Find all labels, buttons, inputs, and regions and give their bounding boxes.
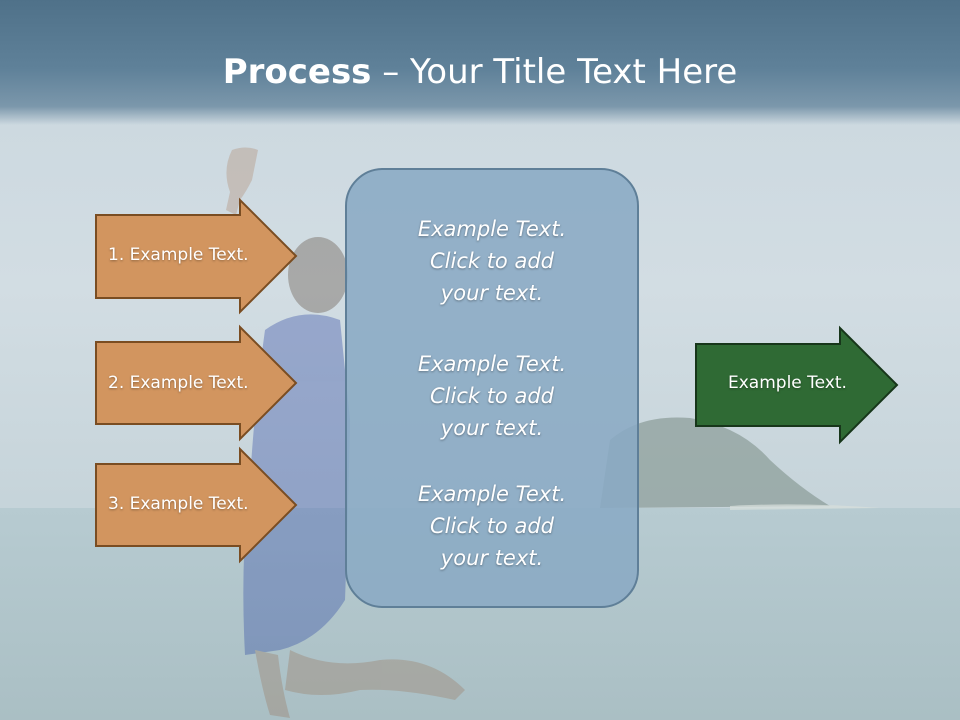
title-rest: – Your Title Text Here (371, 52, 738, 92)
island (600, 417, 830, 508)
beach (730, 504, 880, 510)
title-band (0, 0, 960, 125)
input-arrow-3-label: 3. Example Text. (108, 494, 249, 514)
slide-title: Process – Your Title Text Here (0, 52, 960, 92)
center-text-block-2[interactable]: Example Text. Click to add your text. (417, 352, 567, 440)
center-text-block-1[interactable]: Example Text. Click to add your text. (417, 217, 567, 305)
output-arrow-label: Example Text. (728, 373, 847, 393)
center-text-block-3[interactable]: Example Text. Click to add your text. (417, 482, 567, 570)
input-arrow-2-label: 2. Example Text. (108, 373, 249, 393)
output-arrow[interactable] (695, 325, 899, 445)
input-arrow-1-label: 1. Example Text. (108, 245, 249, 265)
input-arrow-2[interactable] (95, 324, 298, 442)
input-arrow-1[interactable] (95, 197, 298, 315)
center-text-box[interactable] (345, 168, 639, 608)
title-bold: Process (222, 52, 372, 92)
input-arrow-3[interactable] (95, 446, 298, 564)
